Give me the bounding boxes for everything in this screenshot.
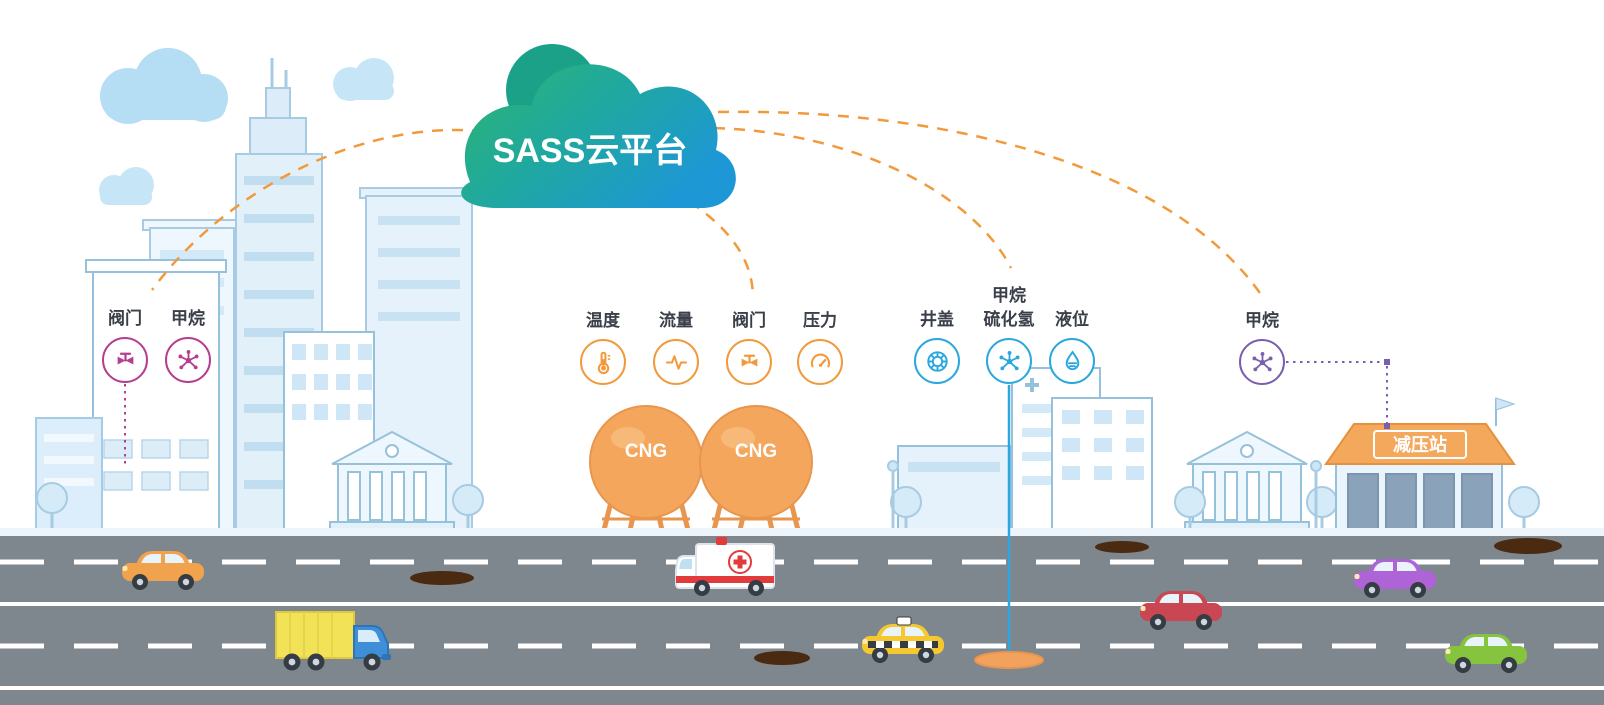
station-sensor-dotted-line: [1286, 359, 1390, 429]
sensor-valve-cng: 阀门: [726, 311, 772, 385]
taxi-details: [868, 616, 938, 648]
flow-icon: [653, 339, 699, 385]
cng-label-1: CNG: [625, 441, 667, 462]
sass-cloud: SASS云平台: [461, 44, 736, 208]
sensor-city-methane-label: 甲烷: [171, 309, 205, 328]
sensor-valve-cng-label: 阀门: [732, 311, 766, 330]
classical-building-right: [1184, 431, 1310, 531]
sensor-temperature-label: 温度: [586, 311, 620, 330]
sensor-pressure-label: 压力: [803, 311, 837, 330]
sensor-methane-h2s-label-bottom: 硫化氢: [983, 310, 1035, 329]
station-doors: [1347, 473, 1493, 531]
sensor-station-methane: 甲烷: [1239, 311, 1285, 385]
underground-sensor-line: [974, 385, 1044, 669]
manhole-icon: [914, 338, 960, 384]
sensor-flow-label: 流量: [659, 311, 693, 330]
sensor-temperature: 温度: [580, 311, 626, 385]
truck: [275, 611, 391, 671]
cng-tank-2: [699, 405, 813, 519]
sensor-manhole-label: 井盖: [920, 310, 954, 329]
link-to-underground-sensors: [713, 126, 1013, 269]
road-stains: [410, 538, 1562, 665]
sensor-methane-h2s: 甲烷 硫化氢: [984, 286, 1035, 384]
street-lamps: [887, 460, 1322, 530]
cng-tanks: CNG CNG: [589, 405, 813, 531]
sensor-liquid-level-label: 液位: [1055, 310, 1089, 329]
sky-cloud-small-1: [333, 58, 394, 101]
ambulance: [675, 537, 775, 596]
underground-manhole: [974, 651, 1044, 669]
sensor-liquid-level: 液位: [1049, 310, 1095, 384]
sensor-city-methane: 甲烷: [165, 309, 211, 383]
sensor-flow: 流量: [653, 311, 699, 385]
sensor-manhole-cover: 井盖: [914, 310, 960, 384]
sidewalk: [0, 528, 1604, 536]
link-to-cng-sensors: [689, 200, 755, 297]
pressure-station: 减压站: [1324, 397, 1516, 531]
valve-icon: [726, 339, 772, 385]
cng-label-2: CNG: [735, 441, 777, 462]
gauge-icon: [797, 339, 843, 385]
molecule-icon: [165, 337, 211, 383]
cng-tank-1: [589, 405, 703, 519]
ambulance-beacon: [716, 537, 727, 545]
cloud-platform-label: SASS云平台: [493, 132, 688, 170]
road: [0, 536, 1604, 705]
link-to-station-sensor: [717, 110, 1264, 297]
molecule-icon: [986, 338, 1032, 384]
molecule-icon: [1239, 339, 1285, 385]
sky-cloud-small-2: [99, 167, 154, 205]
city-left: [35, 58, 479, 531]
city-right: [897, 367, 1153, 531]
sensor-methane-h2s-label-top: 甲烷: [992, 286, 1026, 305]
sensor-station-methane-label: 甲烷: [1245, 311, 1279, 330]
station-sign-label: 减压站: [1393, 434, 1447, 455]
station-sign: [1373, 430, 1467, 459]
sensor-pressure: 压力: [797, 311, 843, 385]
sensor-city-valve: 阀门: [102, 309, 148, 383]
sky-cloud-large: [100, 48, 228, 124]
valve-icon: [102, 337, 148, 383]
liquid-level-icon: [1049, 338, 1095, 384]
thermometer-icon: [580, 339, 626, 385]
sensor-city-valve-label: 阀门: [108, 309, 142, 328]
